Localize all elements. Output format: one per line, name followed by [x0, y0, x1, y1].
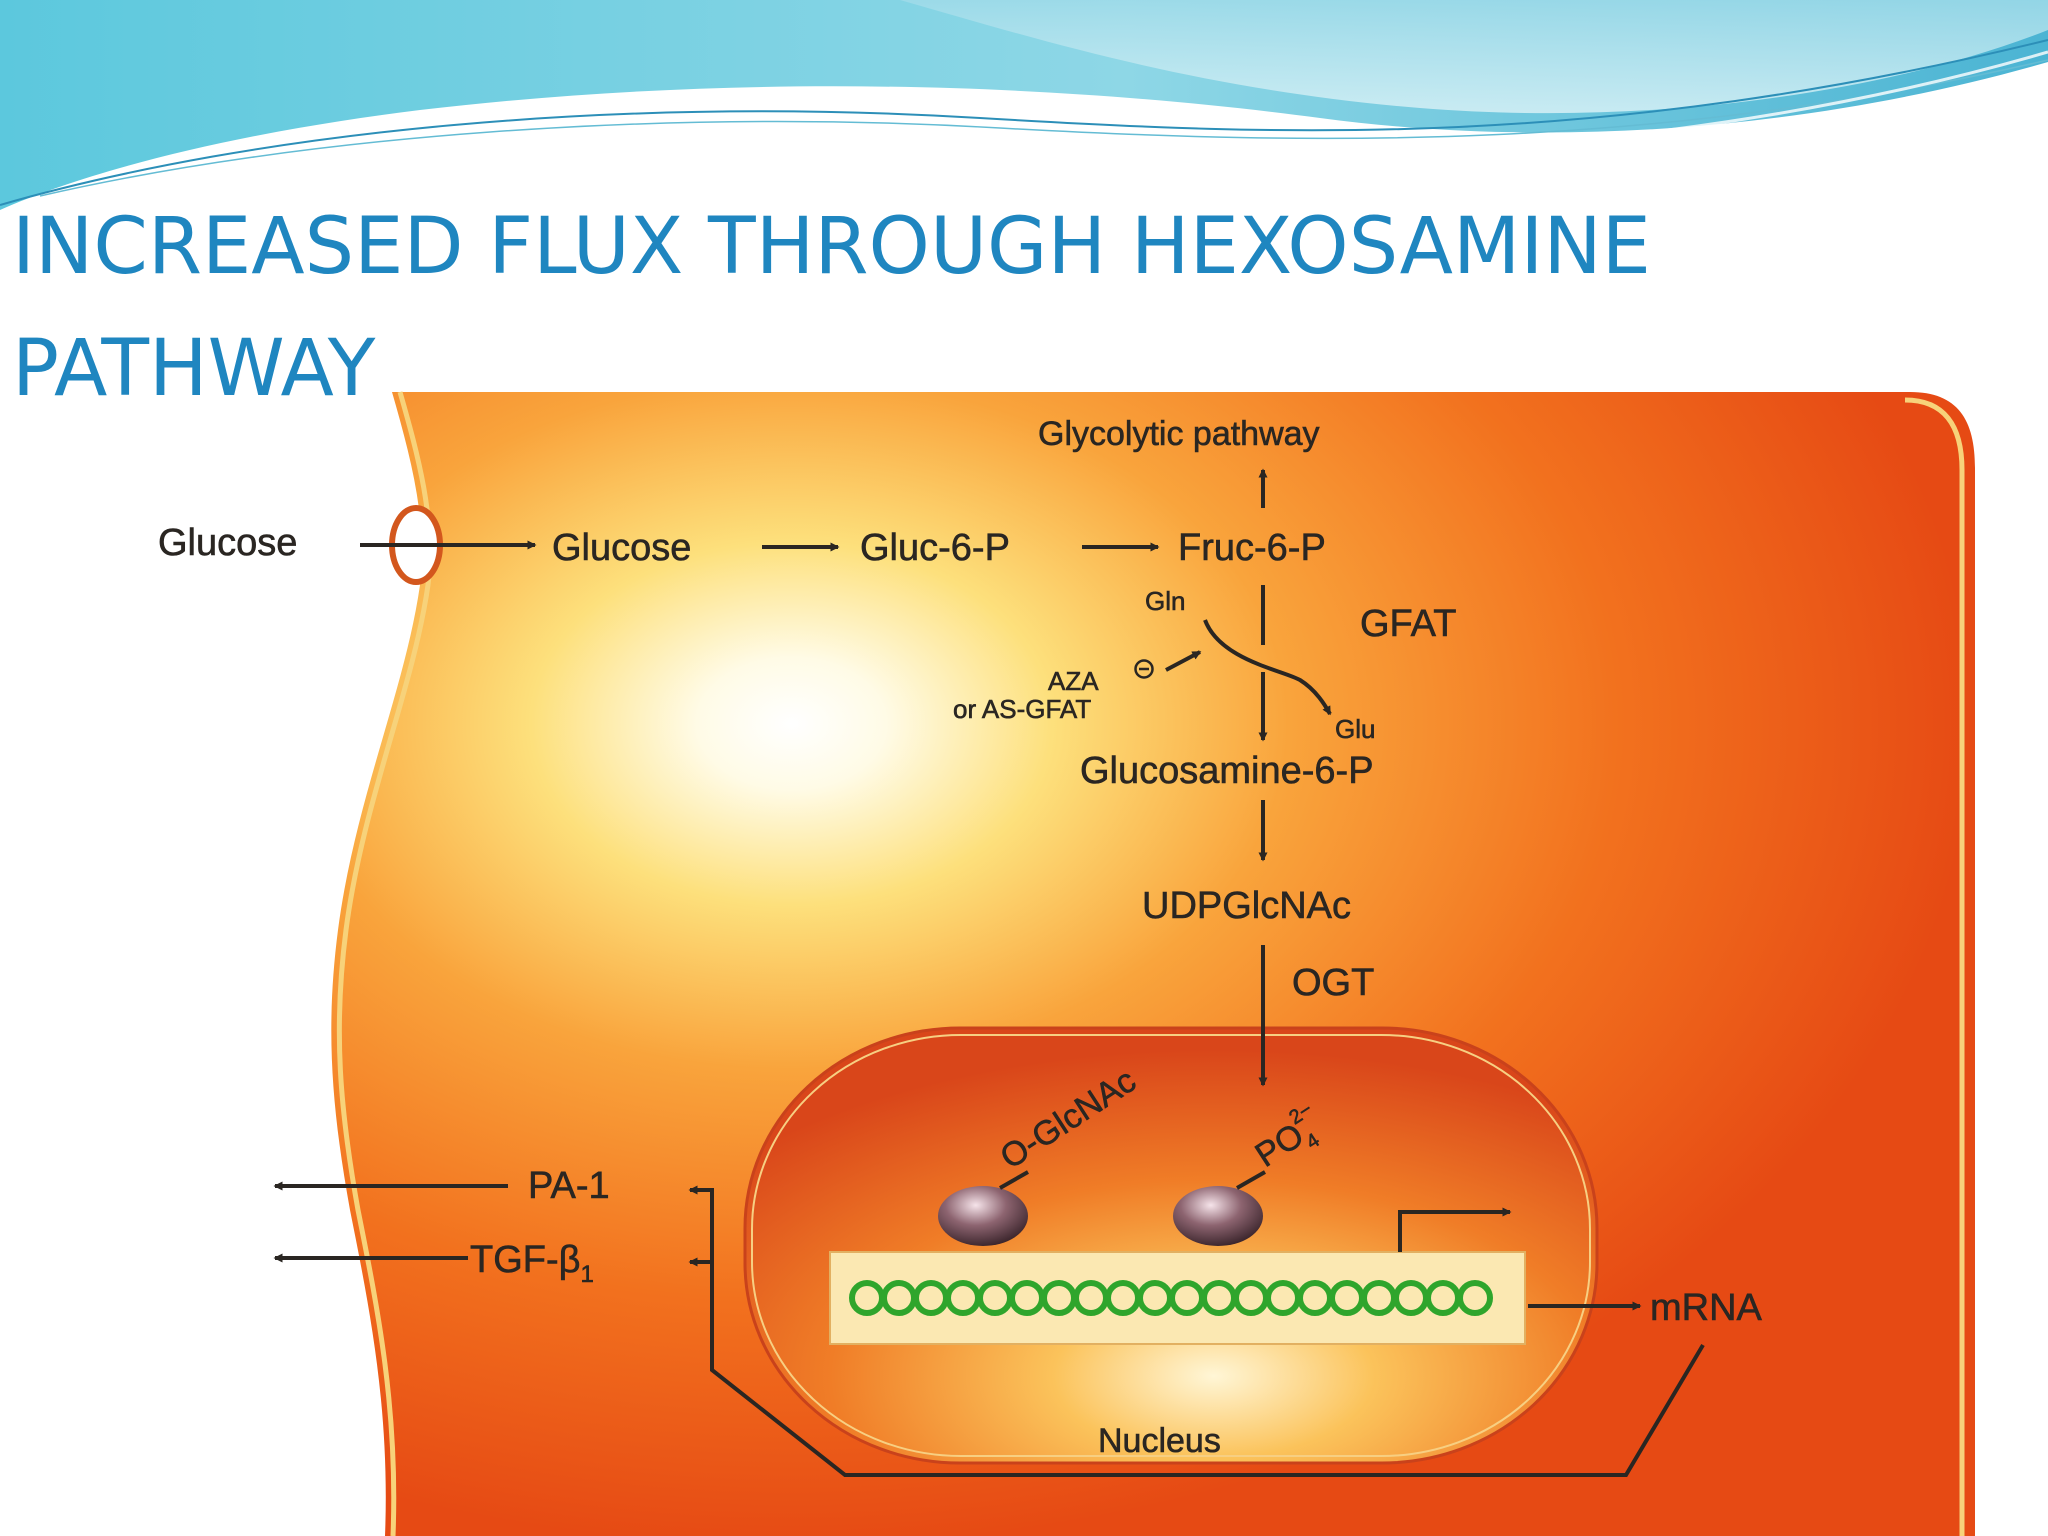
label-aza: AZA	[1048, 666, 1099, 696]
minus-circle-icon	[1134, 659, 1154, 679]
label-tgf-sub: 1	[581, 1261, 594, 1288]
label-tgf-beta1: TGF-β1	[470, 1239, 594, 1288]
header-waves	[0, 0, 2048, 210]
label-udpglcnac: UDPGlcNAc	[1142, 885, 1351, 927]
o-glcnac-protein	[938, 1186, 1028, 1246]
transcription-start-arrow-icon	[1398, 1207, 1512, 1252]
po4-tether	[1236, 1170, 1266, 1190]
label-gluc6p: Gluc-6-P	[860, 527, 1010, 569]
arrow-gln-curve	[1203, 619, 1332, 716]
label-glu: Glu	[1335, 714, 1375, 744]
phosphorylated-protein	[1173, 1186, 1263, 1246]
label-nucleus: Nucleus	[1098, 1422, 1221, 1460]
label-ogt: OGT	[1292, 962, 1374, 1004]
feedback-line	[688, 1185, 1705, 1477]
chromatin-band	[829, 1251, 1526, 1345]
label-gfat: GFAT	[1360, 603, 1456, 645]
cell-membrane-stripe-right	[1904, 397, 1965, 1536]
label-gln: Gln	[1145, 586, 1185, 616]
label-glycolytic-pathway: Glycolytic pathway	[1038, 415, 1320, 453]
label-glucose-outside: Glucose	[158, 522, 297, 564]
nucleus-inner-rim	[751, 1034, 1591, 1457]
o-glcnac-tether	[999, 1170, 1029, 1190]
label-fruc6p: Fruc-6-P	[1178, 527, 1326, 569]
label-pa1: PA-1	[528, 1165, 610, 1207]
label-as-gfat: or AS-GFAT	[953, 694, 1091, 724]
label-glucosamine6p: Glucosamine-6-P	[1080, 750, 1374, 792]
dna-ring	[1457, 1280, 1493, 1316]
slide-title: INCREASED FLUX THROUGH HEXOSAMINE PATHWA…	[12, 202, 1651, 414]
label-tgf-base: TGF-β	[470, 1239, 581, 1281]
label-glucose-inside: Glucose	[552, 527, 691, 569]
label-mrna: mRNA	[1650, 1287, 1763, 1329]
nucleus-shape	[743, 1026, 1599, 1465]
arrow-inhibitor	[1165, 650, 1202, 672]
dna-strand	[849, 1280, 1493, 1316]
